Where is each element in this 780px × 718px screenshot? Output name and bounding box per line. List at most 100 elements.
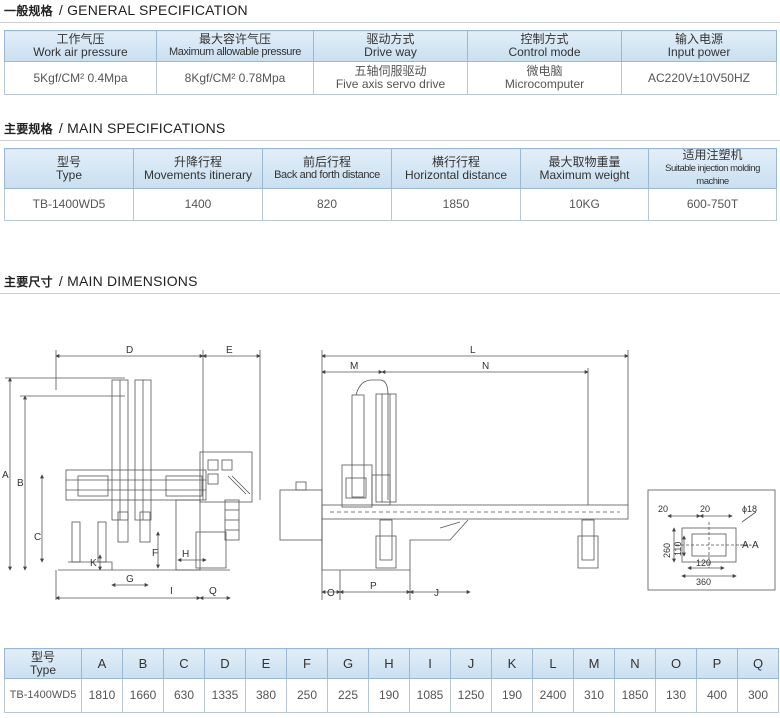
value-cell: 10KG	[520, 188, 649, 221]
main-spec-value-row: TB-1400WD5 1400 820 1850 10KG 600-750T	[4, 188, 777, 221]
value-cell: 2400	[532, 678, 574, 713]
dim-label-q: Q	[209, 586, 217, 597]
dim-label-l: L	[470, 345, 476, 356]
header-cell: K	[491, 648, 533, 679]
value-cell: 1400	[133, 188, 263, 221]
dim-label-f: F	[152, 548, 158, 559]
header-cell: M	[573, 648, 615, 679]
section-dim-18: ϕ18	[742, 504, 757, 514]
value-cell: 600-750T	[648, 188, 777, 221]
value-cell: 1085	[409, 678, 451, 713]
value-cell: 1850	[391, 188, 521, 221]
dim-label-h: H	[182, 549, 189, 560]
dim-label-o: O	[327, 588, 335, 599]
header-cell: E	[245, 648, 287, 679]
section-dim-120: 120	[696, 558, 711, 568]
dimension-labels: D E A B C F H K G I Q L M N O P J	[2, 345, 489, 599]
header-cell: O	[655, 648, 697, 679]
value-cell: 630	[163, 678, 205, 713]
front-view	[5, 350, 261, 600]
value-cell: 310	[573, 678, 615, 713]
header-cell: Q	[737, 648, 779, 679]
general-spec-title-en: / GENERAL SPECIFICATION	[58, 2, 248, 18]
value-cell: 1810	[81, 678, 123, 713]
header-cell: L	[532, 648, 574, 679]
main-dimensions-title-en: / MAIN DIMENSIONS	[58, 273, 198, 289]
dim-label-i: I	[170, 586, 173, 597]
header-cell: H	[368, 648, 410, 679]
value-cell: 190	[491, 678, 533, 713]
dim-label-g: G	[126, 574, 134, 585]
section-dim-20b: 20	[700, 504, 710, 514]
general-spec-title-cn: 一般规格	[4, 4, 53, 18]
section-dim-20a: 20	[658, 504, 668, 514]
header-cell: G	[327, 648, 369, 679]
dimension-drawing: D E A B C F H K G I Q L M N O P J 20 20 …	[2, 345, 776, 600]
value-cell: 300	[737, 678, 779, 713]
section-dim-110: 110	[673, 542, 683, 556]
value-cell: AC220V±10V50HZ	[621, 61, 777, 95]
divider	[0, 140, 780, 141]
main-dimensions-title-cn: 主要尺寸	[4, 275, 53, 289]
value-cell: 5Kgf/CM² 0.4Mpa	[4, 61, 157, 95]
value-cell: 1850	[614, 678, 656, 713]
main-spec-title-en: / MAIN SPECIFICATIONS	[58, 120, 226, 136]
value-cell: 1335	[204, 678, 246, 713]
divider	[0, 22, 780, 23]
value-cell: 8Kgf/CM² 0.78Mpa	[156, 61, 314, 95]
value-cell: TB-1400WD5	[4, 678, 82, 713]
value-cell: 190	[368, 678, 410, 713]
header-cell: I	[409, 648, 451, 679]
main-dimensions-title: 主要尺寸 / MAIN DIMENSIONS	[4, 273, 198, 290]
header-cell: A	[81, 648, 123, 679]
section-dim-360: 360	[696, 577, 711, 587]
value-cell: 1660	[122, 678, 164, 713]
header-cell: P	[696, 648, 738, 679]
value-cell: 820	[262, 188, 392, 221]
header-cell: D	[204, 648, 246, 679]
value-cell: 400	[696, 678, 738, 713]
general-spec-title: 一般规格 / GENERAL SPECIFICATION	[4, 2, 248, 19]
section-label-aa: A-A	[742, 540, 759, 551]
side-view	[279, 350, 629, 600]
header-cell: B	[122, 648, 164, 679]
dim-label-k: K	[90, 558, 97, 569]
value-cell: TB-1400WD5	[4, 188, 134, 221]
main-spec-title: 主要规格 / MAIN SPECIFICATIONS	[4, 120, 225, 137]
section-aa	[647, 489, 776, 591]
section-dim-260: 260	[662, 543, 672, 558]
header-cell: J	[450, 648, 492, 679]
dim-label-j: J	[434, 588, 439, 599]
value-cell: 130	[655, 678, 697, 713]
dim-label-e: E	[226, 345, 233, 356]
main-spec-title-cn: 主要规格	[4, 122, 53, 136]
value-cell: 225	[327, 678, 369, 713]
dim-label-a: A	[2, 470, 9, 481]
section-labels: 20 20 ϕ18 A-A 120 360 260 110	[658, 504, 759, 587]
header-cell: F	[286, 648, 328, 679]
divider	[0, 293, 780, 294]
dim-label-m: M	[350, 361, 358, 372]
value-cell: 250	[286, 678, 328, 713]
dimension-value-row: TB-1400WD5 1810 1660 630 1335 380 250 22…	[4, 678, 779, 713]
dim-label-c: C	[34, 532, 41, 543]
value-cell: 1250	[450, 678, 492, 713]
